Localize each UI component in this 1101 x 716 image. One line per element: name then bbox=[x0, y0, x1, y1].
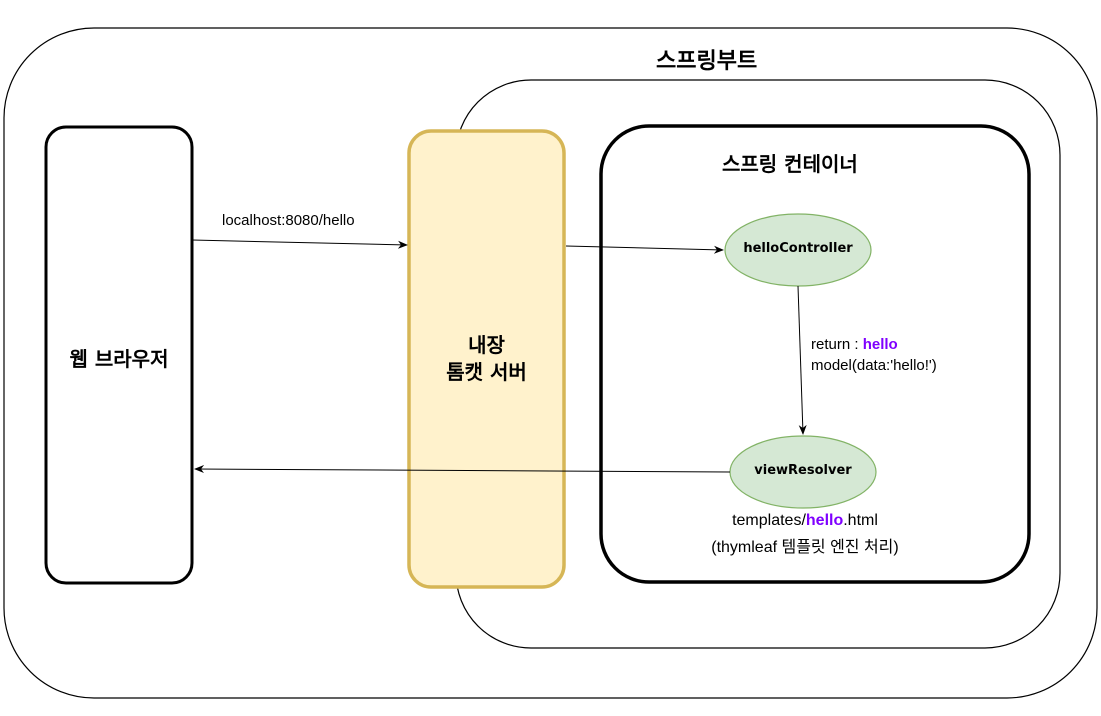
dispatch-arrow bbox=[565, 245, 724, 254]
tomcat-server-box bbox=[407, 129, 566, 589]
web-browser-box bbox=[44, 125, 194, 585]
model-annotation: model(data:'hello!') bbox=[811, 357, 937, 374]
response-arrow bbox=[194, 465, 731, 474]
templates-prefix: templates/ bbox=[732, 512, 806, 529]
request-arrow bbox=[191, 239, 408, 249]
return-value: hello bbox=[862, 336, 898, 353]
return-prefix: return : bbox=[811, 336, 863, 353]
templates-suffix: .html bbox=[843, 512, 878, 529]
tomcat-label-line2: 톰캣 서버 bbox=[446, 360, 527, 384]
request-url-label: localhost:8080/hello bbox=[222, 212, 355, 229]
templates-annotation: templates/hello.html bbox=[700, 512, 910, 530]
templates-name: hello bbox=[805, 512, 844, 529]
web-browser-label: 웹 브라우저 bbox=[69, 347, 169, 371]
spring-container-title: 스프링 컨테이너 bbox=[722, 152, 858, 176]
return-arrow bbox=[797, 285, 807, 435]
spring-container-box bbox=[599, 124, 1031, 584]
tomcat-label-line1: 내장 bbox=[468, 333, 505, 357]
hello-controller-label: helloController bbox=[743, 241, 853, 256]
return-annotation: return : hello bbox=[811, 336, 898, 353]
engine-note: (thymleaf 템플릿 엔진 처리) bbox=[711, 539, 899, 556]
spring-boot-title: 스프링부트 bbox=[656, 49, 758, 74]
view-resolver-label: viewResolver bbox=[754, 463, 852, 478]
